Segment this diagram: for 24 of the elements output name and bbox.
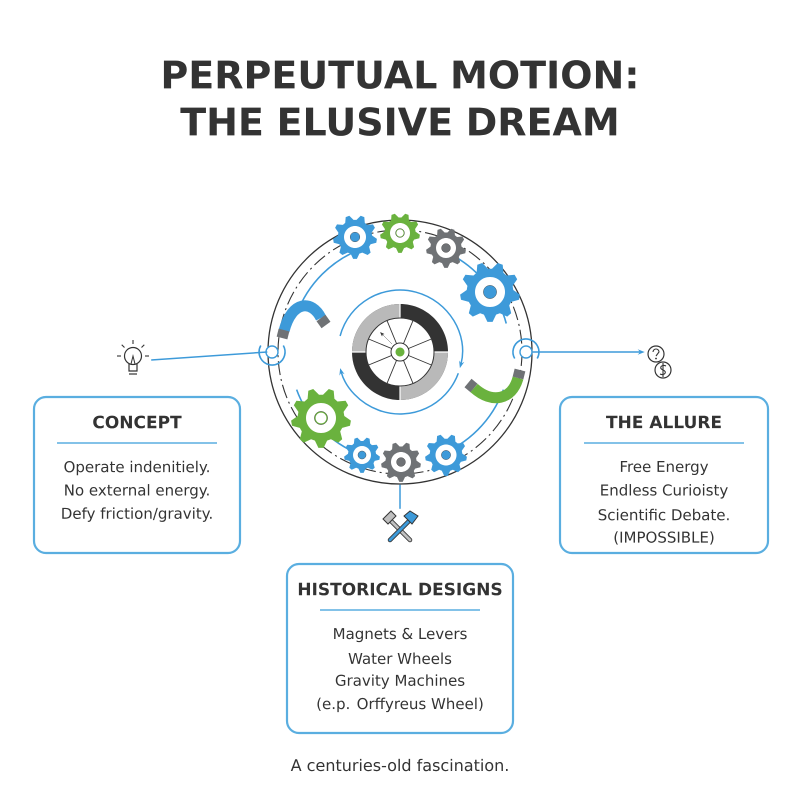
caption: A centuries-old fascination. <box>290 758 508 772</box>
card-text: Endless Curioisty <box>601 484 728 499</box>
connector-line <box>151 351 268 361</box>
card-text: Gravity Machines <box>336 674 464 689</box>
question-dollar-icon <box>647 345 672 379</box>
card-heading: CONCEPT <box>93 416 182 428</box>
lightbulb-icon <box>117 340 149 375</box>
card-text: (e.p. Orffyreus Wheel) <box>317 698 483 712</box>
card-text: Free Energy <box>620 460 708 476</box>
card-heading: HISTORICAL DESIGNS <box>298 582 502 596</box>
card-text: Operate indenitiely. <box>64 460 209 476</box>
info-card <box>558 396 770 554</box>
card-text: Magnets & Levers <box>334 628 467 642</box>
card-text: Water Wheels <box>348 652 452 664</box>
card-text: Defy friction/gravity. <box>62 507 212 522</box>
info-card <box>286 562 514 734</box>
info-card <box>32 396 242 554</box>
card-heading: THE ALLURE <box>606 416 721 428</box>
card-text: (IMPOSSIBLE) <box>614 531 714 545</box>
perpetual-motion-machine-drawing <box>258 214 540 485</box>
card-text: Scientific Debate. <box>598 508 729 520</box>
connector-line <box>399 484 401 509</box>
card-text: No external energy. <box>65 484 209 499</box>
title: PERPEUTUAL MOTION: THE ELUSIVE DREAM <box>164 60 636 136</box>
